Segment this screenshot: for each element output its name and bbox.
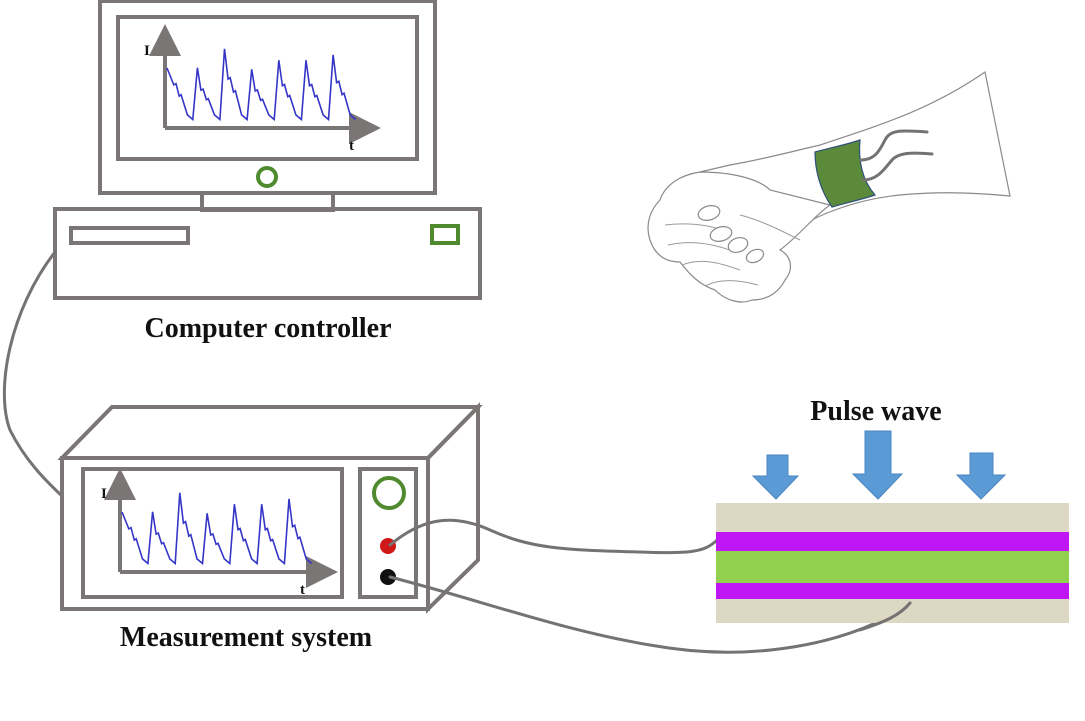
measurement-label: Measurement system <box>120 622 372 653</box>
red-lead-wire <box>388 518 719 555</box>
pulse-arrow-large-icon <box>851 430 904 500</box>
box-side <box>426 402 480 614</box>
data-cable <box>2 250 64 498</box>
sensor-stack <box>716 503 1069 623</box>
y-axis-label: I <box>144 43 150 59</box>
knuckle <box>745 248 765 264</box>
monitor-screen <box>116 15 419 161</box>
computer-label: Computer controller <box>144 313 391 344</box>
layer-electrode-bottom <box>716 583 1069 599</box>
black-terminal <box>380 569 396 585</box>
pulse-signal <box>121 492 313 566</box>
measurement-screen <box>81 467 344 599</box>
layer-core <box>716 551 1069 583</box>
computer-base <box>53 207 482 300</box>
box-front <box>60 456 430 611</box>
layer-electrode-top <box>716 532 1069 551</box>
measurement-plot: I t <box>101 468 338 598</box>
sensor-lead <box>861 151 934 182</box>
power-knob-icon <box>372 476 406 510</box>
box-top <box>57 405 483 460</box>
sensor-lead <box>859 129 929 162</box>
measurement-system: I t <box>57 402 483 614</box>
power-indicator-icon <box>256 166 278 188</box>
black-lead-wire-end <box>858 601 912 632</box>
control-panel <box>358 467 418 599</box>
computer-controller: I t <box>53 0 482 300</box>
fist <box>647 171 832 303</box>
knuckle <box>727 236 749 254</box>
pulse-wave-label: Pulse wave <box>810 396 941 427</box>
y-axis-label: I <box>101 486 107 502</box>
knuckle <box>697 205 721 221</box>
disk-slot <box>69 226 190 245</box>
monitor-frame <box>98 0 437 195</box>
pulse-arrow-small-icon <box>955 452 1007 500</box>
pulse-signal <box>166 48 357 122</box>
x-axis-label: t <box>300 582 305 598</box>
black-lead-wire <box>388 575 912 654</box>
knuckle <box>709 226 733 242</box>
x-axis-label: t <box>349 138 354 154</box>
wrist-illustration <box>647 70 1011 303</box>
monitor-plot: I t <box>144 24 381 154</box>
status-light-icon <box>430 224 460 245</box>
pulse-arrow-small-icon <box>751 454 800 500</box>
wrist-sensor-patch <box>814 139 877 208</box>
